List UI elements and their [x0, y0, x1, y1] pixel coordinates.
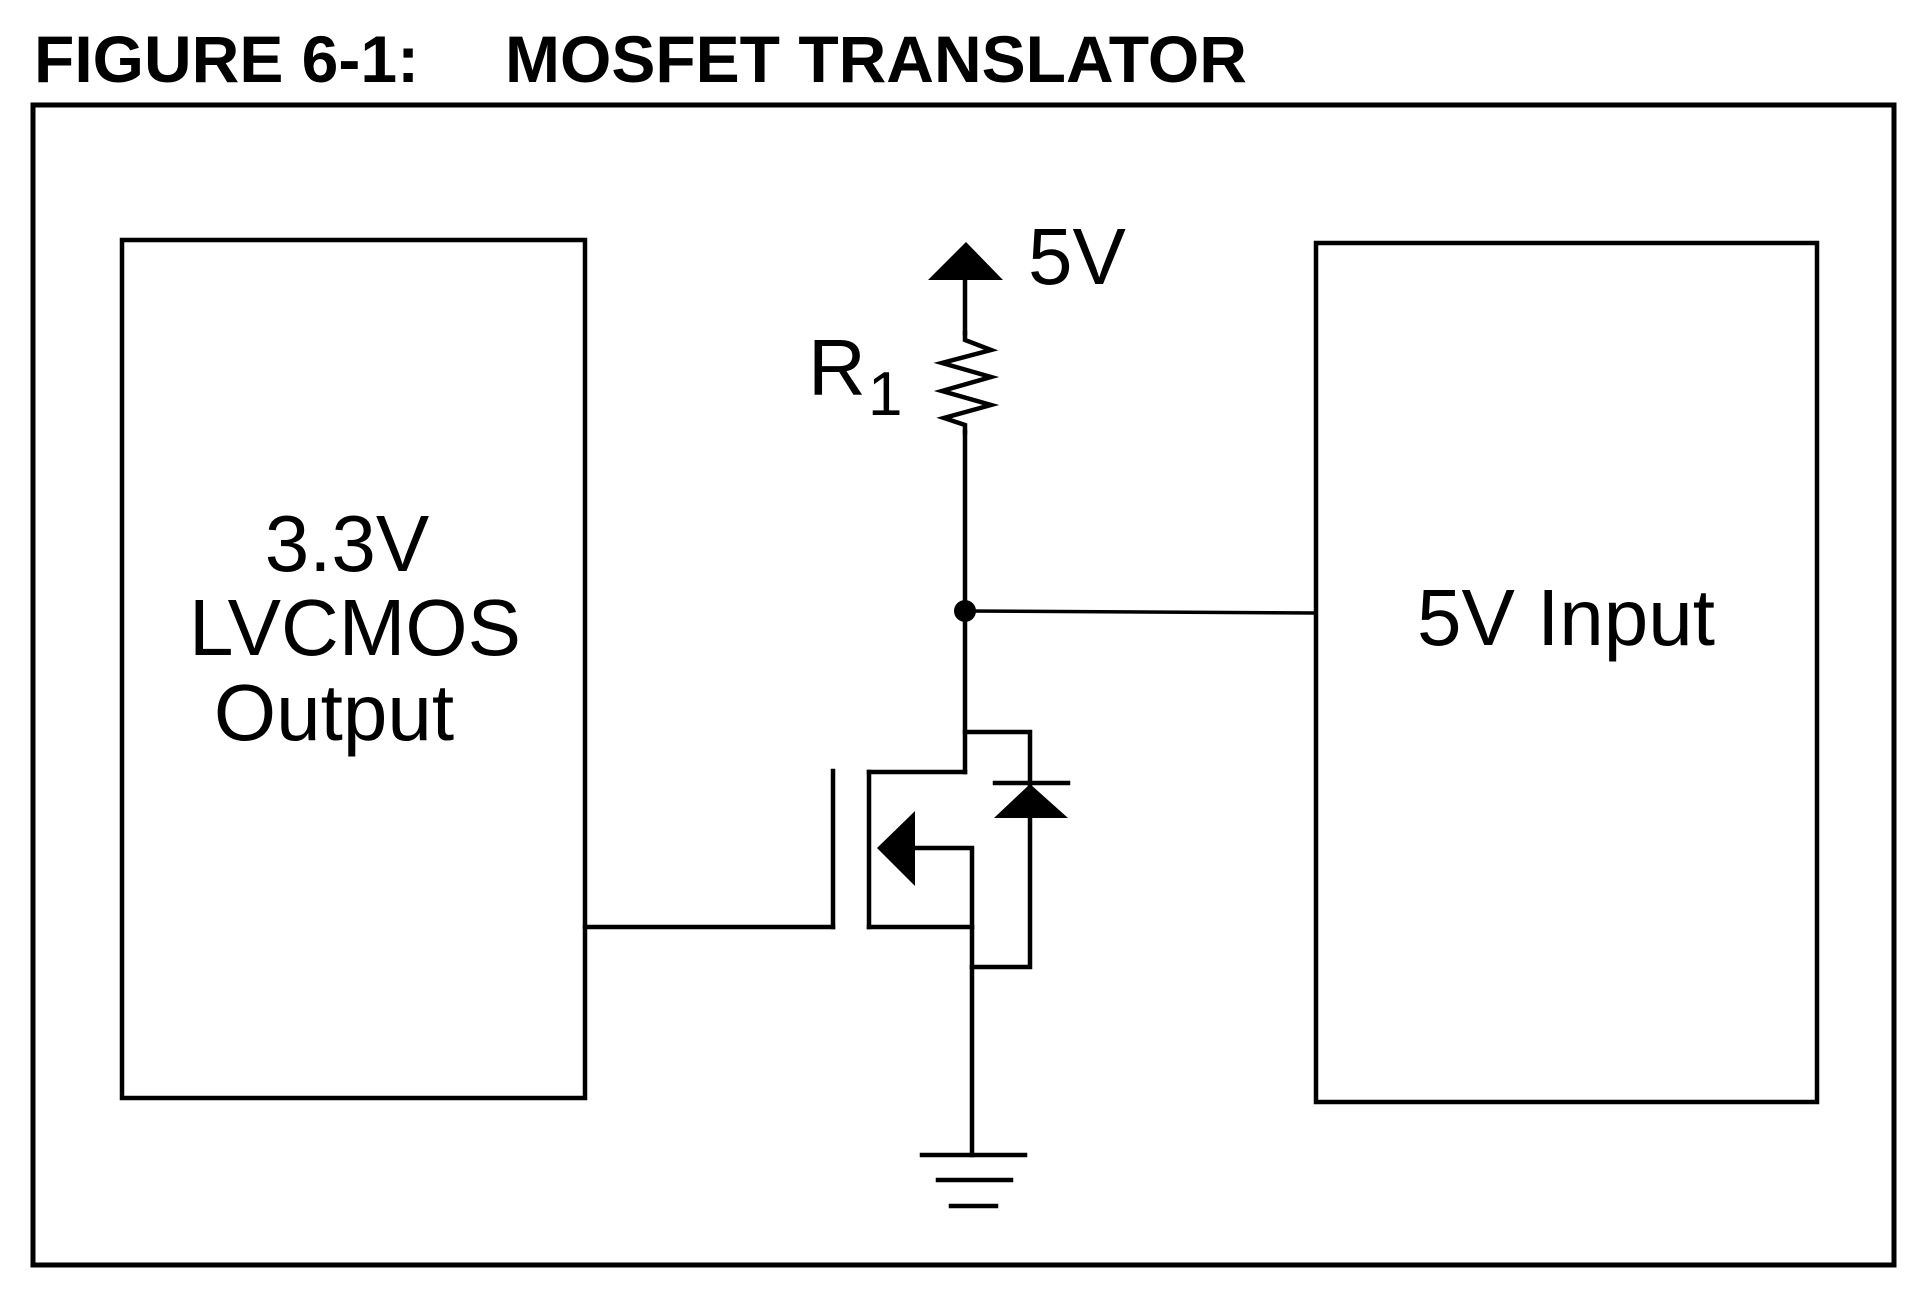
block-label-right: 5V Input [1417, 573, 1715, 662]
diode-triangle [994, 784, 1068, 818]
5v-input-block: 5V Input [1313, 240, 1820, 1105]
resistor-icon [933, 330, 1000, 435]
block-label-line-1: 3.3V [265, 499, 430, 588]
diode-icon [962, 729, 1071, 970]
supply-5v: 5V [928, 212, 1126, 301]
resistor-r1: R 1 [808, 323, 1000, 435]
supply-label: 5V [1028, 212, 1126, 301]
body-source-wire [911, 845, 975, 1158]
ground-icon [919, 1152, 1028, 1209]
figure-frame [30, 102, 1897, 1268]
mosfet-icon [582, 768, 975, 1158]
supply-arrow-icon [928, 242, 1003, 280]
figure-title: MOSFET TRANSLATOR [505, 22, 1247, 96]
resistor-subscript: 1 [868, 360, 902, 429]
5v-input-box [1313, 240, 1820, 1105]
lvcmos-output-box [119, 237, 588, 1101]
resistor-label: R [808, 323, 866, 412]
block-label-line-3: Output [214, 668, 454, 757]
lvcmos-output-block: 3.3V LVCMOS Output [119, 237, 588, 1101]
body-arrow-icon [877, 811, 915, 886]
wire-junction-to-input [964, 609, 1317, 615]
diode-wire [962, 729, 1033, 970]
figure-number: FIGURE 6-1: [34, 22, 419, 96]
block-label-line-2: LVCMOS [189, 583, 521, 672]
